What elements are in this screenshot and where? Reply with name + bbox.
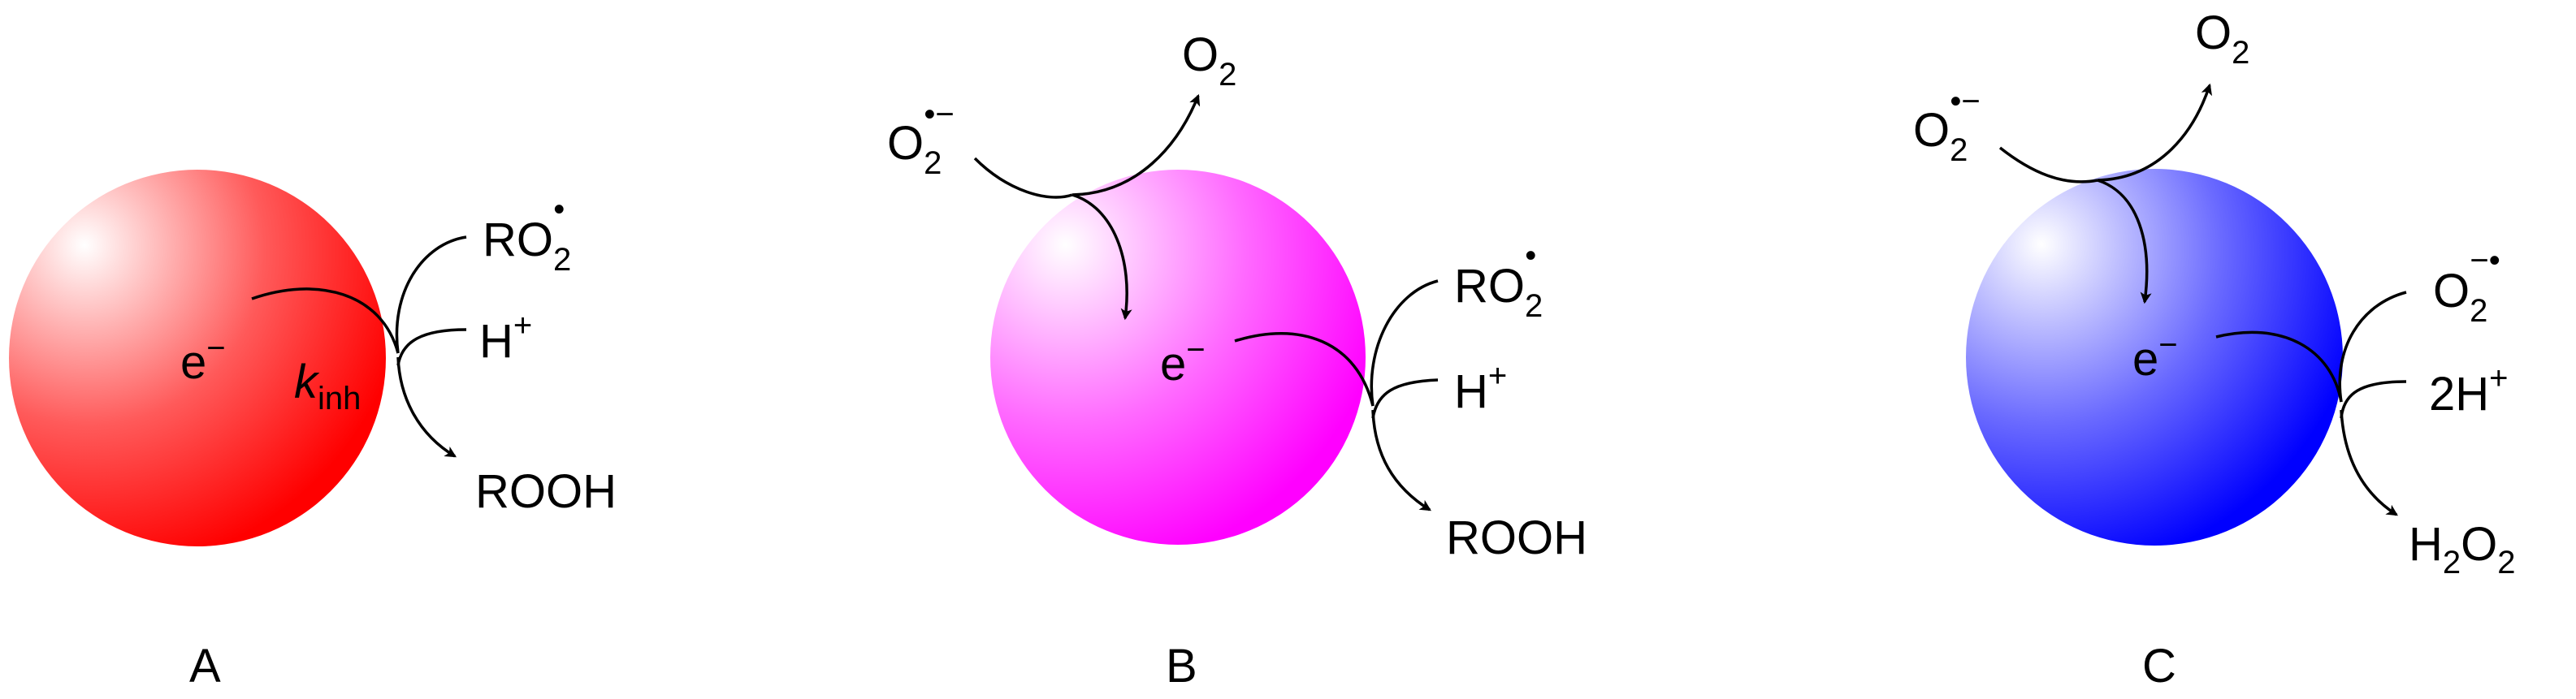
panel-c: O2•− O2 e− O2−• 2H+ H2O2 C <box>1913 6 2516 693</box>
oxygen-label: O2 <box>1182 28 1236 93</box>
oxygen-release-arrow <box>2097 83 2213 182</box>
electron-label: e− <box>180 330 226 389</box>
superoxide-incoming-arc <box>973 157 1073 199</box>
electron-transfer-arc <box>1234 331 1375 407</box>
reactant-label: RO2• <box>1454 238 1543 324</box>
proton-incoming-arc <box>396 328 467 366</box>
proton-incoming-arc <box>2340 380 2407 419</box>
superoxide-surface-arc <box>2338 291 2407 403</box>
proton-label: H+ <box>1454 358 1507 418</box>
proton-label: 2H+ <box>2429 360 2509 421</box>
electron-transfer-arc <box>251 287 400 354</box>
electron-injection-arrow <box>2097 179 2152 304</box>
sphere-magenta <box>990 170 1366 545</box>
superoxide-label: O2•− <box>887 97 955 181</box>
product-label: ROOH <box>1446 511 1587 564</box>
product-arrow <box>2340 409 2398 516</box>
panel-a: e− kinh RO2• H+ ROOH A <box>9 170 617 693</box>
superoxide-incoming-arc <box>1998 146 2098 183</box>
panel-b: O2•− O2 e− RO2• H+ ROOH B <box>887 28 1587 693</box>
panel-label-c: C <box>2142 640 2176 693</box>
proton-incoming-arc <box>1371 378 1439 419</box>
reactant-label: O2−• <box>2433 243 2500 329</box>
electron-transfer-arc <box>2215 330 2343 403</box>
product-label: ROOH <box>475 465 617 518</box>
electron-injection-arrow <box>1072 193 1132 321</box>
radical-incoming-arc <box>395 235 467 354</box>
panel-label-a: A <box>189 640 221 693</box>
oxygen-label: O2 <box>2195 6 2249 71</box>
oxygen-release-arrow <box>1072 93 1201 196</box>
panel-label-b: B <box>1166 640 1197 693</box>
sphere-blue <box>1966 169 2343 546</box>
electron-label: e− <box>1160 332 1206 390</box>
reactant-label: RO2• <box>483 192 571 278</box>
product-arrow <box>1371 409 1431 511</box>
sphere-red <box>9 170 386 546</box>
radical-incoming-arc <box>1370 279 1439 407</box>
superoxide-label: O2•− <box>1913 84 1981 168</box>
electron-label: e− <box>2132 327 2178 386</box>
product-label: H2O2 <box>2409 518 2516 580</box>
rate-constant-label: kinh <box>294 356 361 416</box>
proton-label: H+ <box>479 308 532 368</box>
product-arrow <box>396 356 457 458</box>
